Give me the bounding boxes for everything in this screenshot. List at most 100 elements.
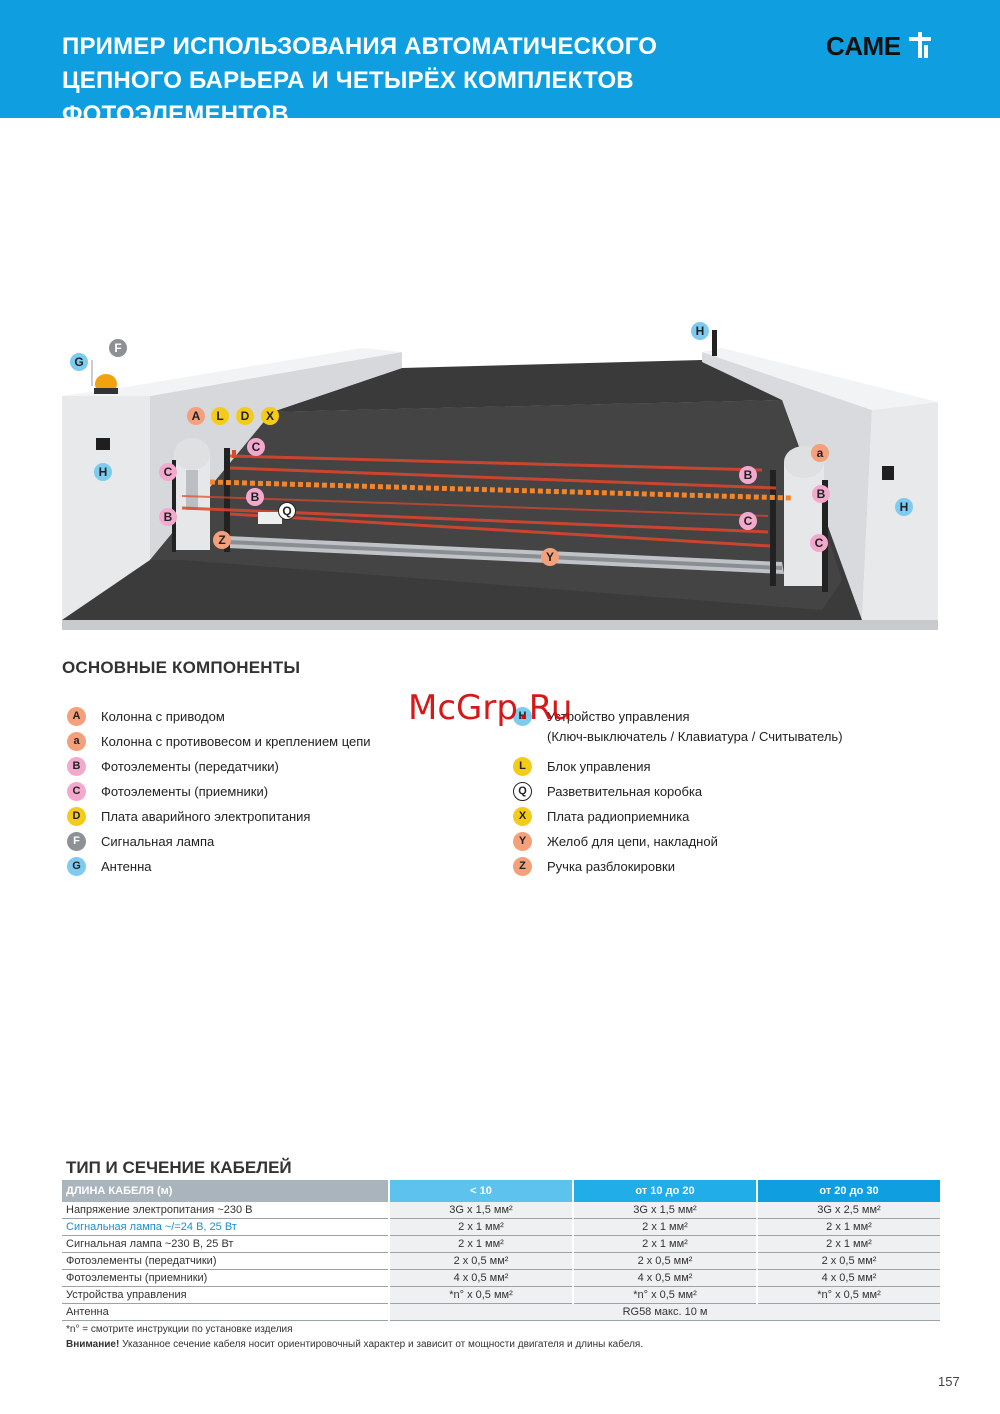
component-a: A Колонна с приводом bbox=[67, 704, 371, 729]
badge-b: B bbox=[67, 757, 86, 776]
cell-value: 2 x 0,5 мм² bbox=[572, 1252, 757, 1270]
warning-label: Внимание! bbox=[66, 1339, 120, 1350]
marker-b-right: B bbox=[812, 485, 830, 503]
marker-x: X bbox=[261, 407, 279, 425]
component-a-lower: a Колонна с противовесом и креплением це… bbox=[67, 729, 371, 754]
badge-x: X bbox=[513, 807, 532, 826]
component-label: Плата радиоприемника bbox=[547, 809, 690, 824]
logo-text: CAME bbox=[826, 30, 901, 61]
logo-cross-icon bbox=[908, 32, 933, 60]
marker-c-right-mid: C bbox=[739, 512, 757, 530]
badge-c: C bbox=[67, 782, 86, 801]
marker-d: D bbox=[236, 407, 254, 425]
diagram-illustration bbox=[62, 320, 938, 630]
marker-b-left: B bbox=[159, 508, 177, 526]
cell-value: 2 x 1 мм² bbox=[388, 1218, 573, 1236]
components-title: ОСНОВНЫЕ КОМПОНЕНТЫ bbox=[62, 658, 301, 677]
component-label: Фотоэлементы (передатчики) bbox=[101, 759, 279, 774]
badge-a: A bbox=[67, 707, 86, 726]
marker-h-right: H bbox=[895, 498, 913, 516]
cables-footnote: *n° = смотрите инструкции по установке и… bbox=[66, 1324, 293, 1335]
cell-value: *n° x 0,5 мм² bbox=[572, 1286, 757, 1304]
cell-value: 2 x 1 мм² bbox=[756, 1235, 940, 1253]
header-10-20: от 10 до 20 bbox=[572, 1180, 757, 1202]
badge-z: Z bbox=[513, 857, 532, 876]
badge-h: H bbox=[513, 707, 532, 726]
badge-l: L bbox=[513, 757, 532, 776]
cell-value: 2 x 0,5 мм² bbox=[388, 1252, 573, 1270]
warning-text: Указанное сечение кабеля носит ориентиро… bbox=[119, 1339, 644, 1350]
row-label: Напряжение электропитания ~230 В bbox=[62, 1202, 389, 1219]
cell-value: 2 x 1 мм² bbox=[388, 1235, 573, 1253]
components-list-right: H Устройство управления (Ключ-выключател… bbox=[513, 704, 843, 879]
row-label: Антенна bbox=[62, 1303, 389, 1321]
component-label: Плата аварийного электропитания bbox=[101, 809, 311, 824]
cell-value: 2 x 1 мм² bbox=[572, 1235, 757, 1253]
component-g: G Антенна bbox=[67, 854, 371, 879]
row-label: Фотоэлементы (передатчики) bbox=[62, 1252, 389, 1270]
cables-warning: Внимание! Указанное сечение кабеля носит… bbox=[66, 1339, 643, 1350]
table-row: Напряжение электропитания ~230 В 3G x 1,… bbox=[62, 1202, 940, 1219]
installation-diagram: G F H A L D X C C B B Q Z Y H a B B C C … bbox=[62, 320, 938, 630]
marker-g: G bbox=[70, 353, 88, 371]
table-row: Устройства управления *n° x 0,5 мм² *n° … bbox=[62, 1286, 940, 1304]
marker-c-left: C bbox=[159, 463, 177, 481]
badge-g: G bbox=[67, 857, 86, 876]
table-row: Фотоэлементы (передатчики) 2 x 0,5 мм² 2… bbox=[62, 1252, 940, 1270]
badge-f: F bbox=[67, 832, 86, 851]
table-row: Сигнальная лампа ~/=24 В, 25 Вт 2 x 1 мм… bbox=[62, 1218, 940, 1236]
marker-c-upper-left: C bbox=[247, 438, 265, 456]
component-x: X Плата радиоприемника bbox=[513, 804, 718, 829]
table-row: Фотоэлементы (приемники) 4 x 0,5 мм² 4 x… bbox=[62, 1269, 940, 1287]
component-q: Q Разветвительная коробка bbox=[513, 779, 718, 804]
cell-value: 2 x 0,5 мм² bbox=[756, 1252, 940, 1270]
component-label: Устройство управления bbox=[547, 709, 690, 724]
component-h: H Устройство управления (Ключ-выключател… bbox=[513, 704, 843, 744]
badge-q: Q bbox=[513, 782, 532, 801]
component-sublabel: (Ключ-выключатель / Клавиатура / Считыва… bbox=[547, 729, 843, 744]
cell-value: 3G x 1,5 мм² bbox=[572, 1202, 757, 1219]
marker-f: F bbox=[109, 339, 127, 357]
components-list-left: A Колонна с приводом a Колонна с противо… bbox=[67, 704, 371, 879]
row-label: Сигнальная лампа ~/=24 В, 25 Вт bbox=[62, 1218, 389, 1236]
page-header: ПРИМЕР ИСПОЛЬЗОВАНИЯ АВТОМАТИЧЕСКОГО ЦЕП… bbox=[0, 0, 1000, 128]
row-label: Сигнальная лампа ~230 В, 25 Вт bbox=[62, 1235, 389, 1253]
cables-title: ТИП И СЕЧЕНИЕ КАБЕЛЕЙ bbox=[66, 1158, 292, 1177]
came-logo: CAME bbox=[826, 30, 933, 62]
row-label: Фотоэлементы (приемники) bbox=[62, 1269, 389, 1287]
component-l: L Блок управления bbox=[513, 754, 718, 779]
marker-b-center-left: B bbox=[246, 488, 264, 506]
component-d: D Плата аварийного электропитания bbox=[67, 804, 371, 829]
cables-table: ДЛИНА КАБЕЛЯ (м) < 10 от 10 до 20 от 20 … bbox=[62, 1180, 940, 1321]
component-c: C Фотоэлементы (приемники) bbox=[67, 779, 371, 804]
cell-value: 4 x 0,5 мм² bbox=[756, 1269, 940, 1287]
marker-q: Q bbox=[278, 502, 296, 520]
cell-value: 4 x 0,5 мм² bbox=[572, 1269, 757, 1287]
cell-value: *n° x 0,5 мм² bbox=[756, 1286, 940, 1304]
cell-value: RG58 макс. 10 м bbox=[388, 1303, 940, 1321]
component-label: Ручка разблокировки bbox=[547, 859, 675, 874]
badge-a-lower: a bbox=[67, 732, 86, 751]
badge-y: Y bbox=[513, 832, 532, 851]
component-label: Блок управления bbox=[547, 759, 651, 774]
header-lt10: < 10 bbox=[388, 1180, 573, 1202]
cell-value: 3G x 2,5 мм² bbox=[756, 1202, 940, 1219]
badge-d: D bbox=[67, 807, 86, 826]
cell-value: 2 x 1 мм² bbox=[572, 1218, 757, 1236]
component-label: Разветвительная коробка bbox=[547, 784, 703, 799]
page-number: 157 bbox=[938, 1374, 960, 1389]
cell-value: *n° x 0,5 мм² bbox=[388, 1286, 573, 1304]
table-row: Сигнальная лампа ~230 В, 25 Вт 2 x 1 мм²… bbox=[62, 1235, 940, 1253]
page-title: ПРИМЕР ИСПОЛЬЗОВАНИЯ АВТОМАТИЧЕСКОГО ЦЕП… bbox=[62, 33, 658, 128]
cell-value: 4 x 0,5 мм² bbox=[388, 1269, 573, 1287]
marker-b-right-upper: B bbox=[739, 466, 757, 484]
cell-value: 2 x 1 мм² bbox=[756, 1218, 940, 1236]
marker-h-left: H bbox=[94, 463, 112, 481]
component-label: Колонна с приводом bbox=[101, 709, 225, 724]
row-label: Устройства управления bbox=[62, 1286, 389, 1304]
component-b: B Фотоэлементы (передатчики) bbox=[67, 754, 371, 779]
component-label: Антенна bbox=[101, 859, 152, 874]
component-label: Колонна с противовесом и креплением цепи bbox=[101, 734, 371, 749]
marker-c-right: C bbox=[810, 534, 828, 552]
component-y: Y Желоб для цепи, накладной bbox=[513, 829, 718, 854]
